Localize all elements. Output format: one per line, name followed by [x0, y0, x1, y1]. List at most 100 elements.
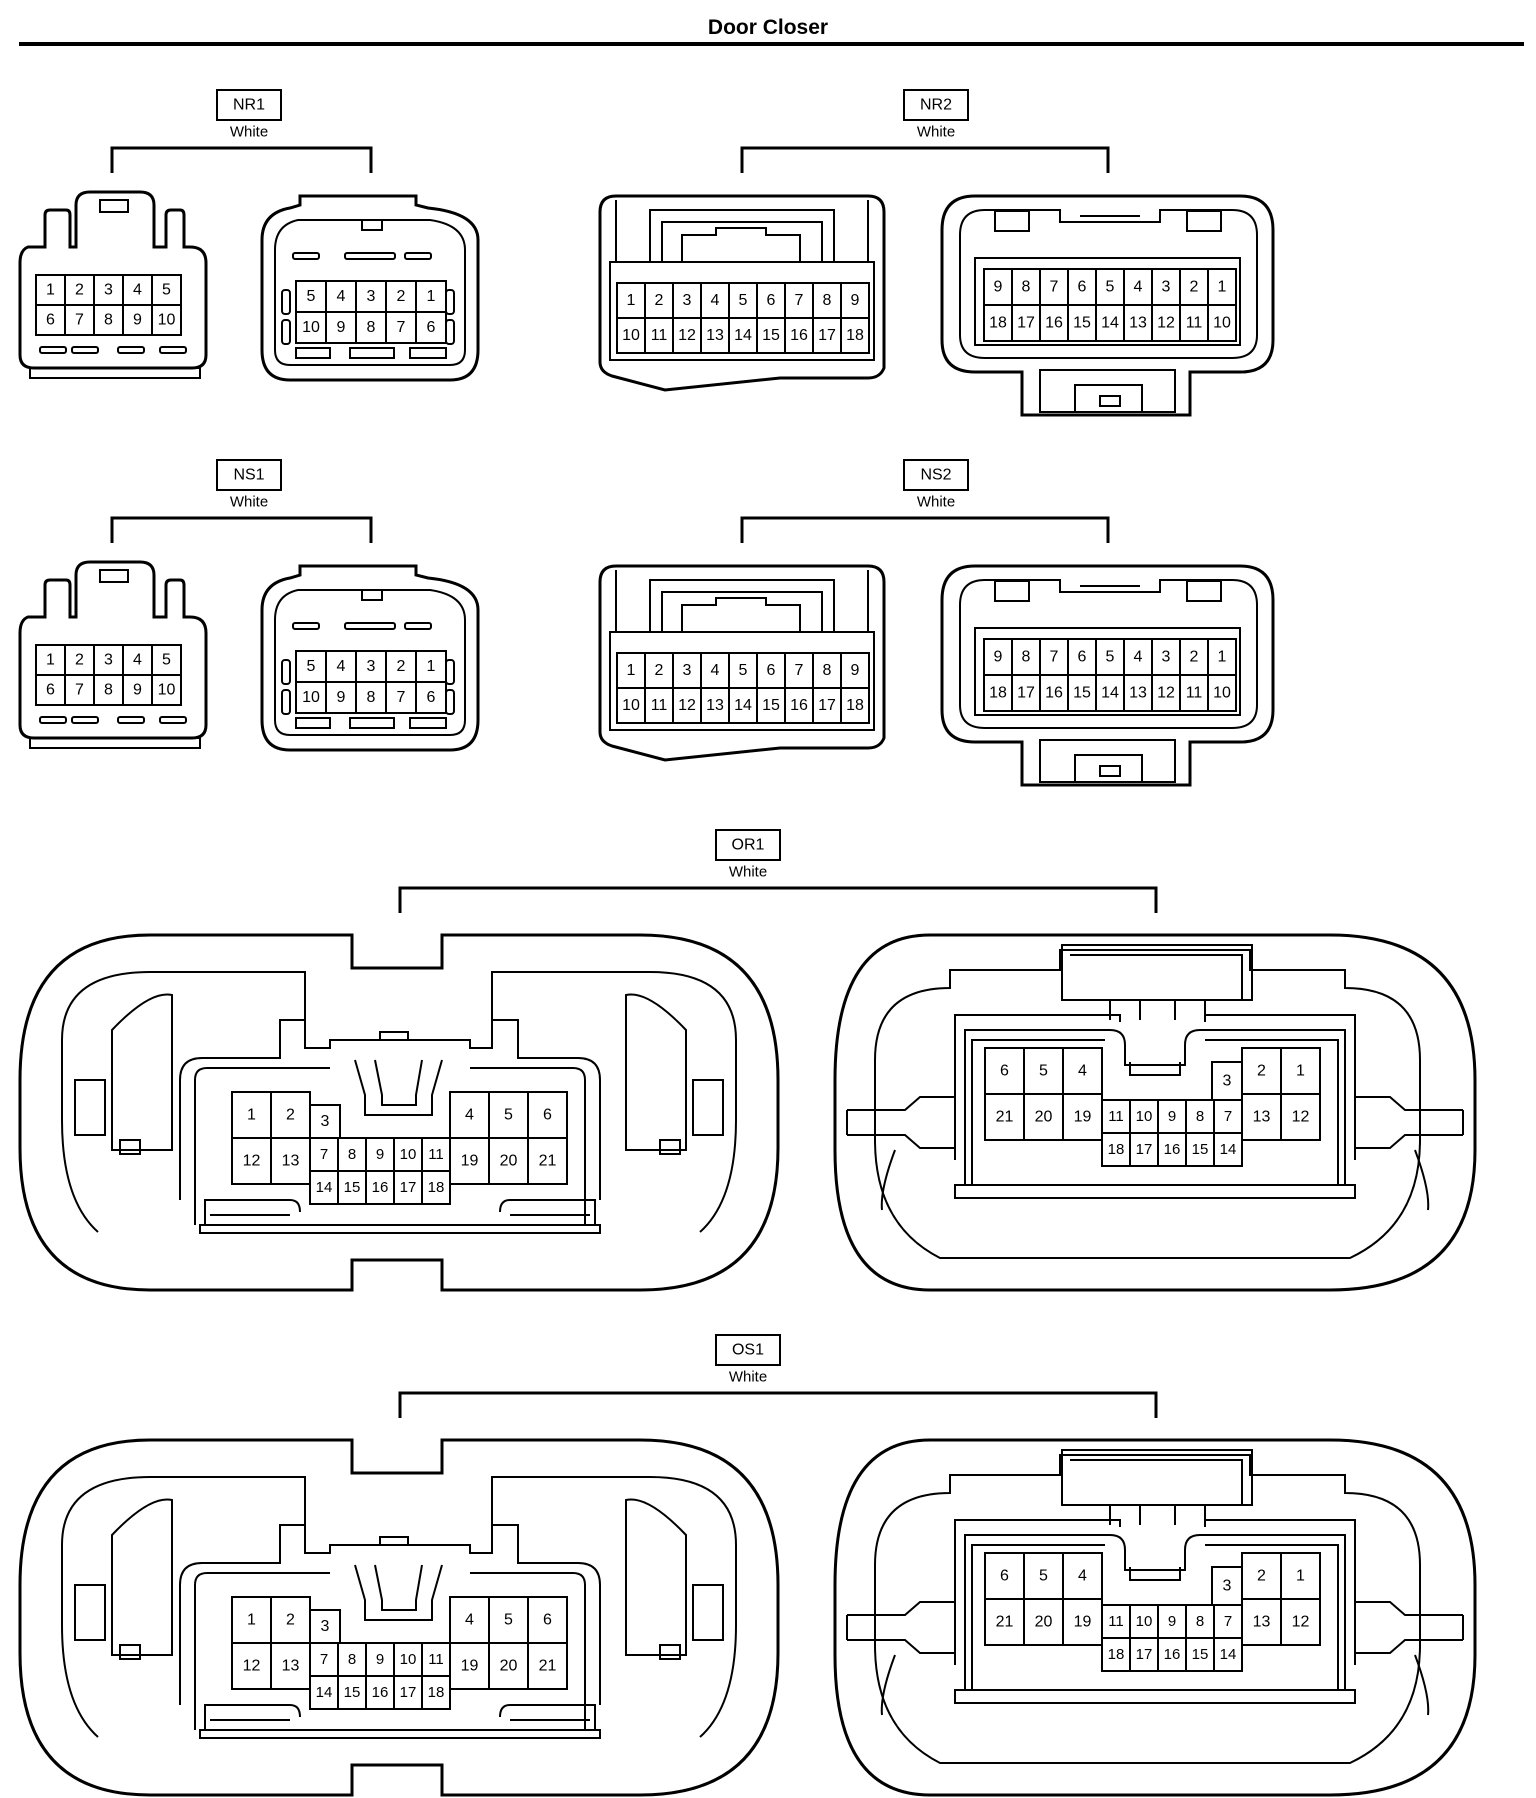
pin-number: 8: [104, 682, 113, 699]
connector-code-box: [903, 459, 969, 491]
pin-number: 11: [1186, 315, 1203, 332]
outline-rect: [199, 1729, 601, 1739]
pin-number: 11: [1108, 1613, 1124, 1630]
pin-number: 5: [1106, 279, 1115, 296]
connector-code: NR2: [920, 97, 952, 114]
pin-number: 9: [1168, 1108, 1176, 1125]
pin-number: 16: [372, 1684, 389, 1701]
latch-slot: [159, 716, 187, 724]
outline-rect: [119, 1644, 141, 1660]
pin-number: 5: [307, 658, 316, 675]
pin-number: 10: [400, 1651, 417, 1668]
pin-number: 13: [1253, 1614, 1271, 1631]
outline-path: [615, 570, 869, 633]
outline-path: [61, 971, 306, 1120]
outline-path: [61, 1119, 99, 1233]
outline-path: [354, 1564, 443, 1621]
pin-number: 5: [739, 292, 748, 309]
pin-number: 4: [1134, 649, 1143, 666]
outline-path: [1109, 1505, 1206, 1525]
pin-number: 2: [75, 652, 84, 669]
pin-cell: [1207, 304, 1237, 342]
outline-rect: [1099, 395, 1121, 407]
outline-path: [661, 221, 823, 262]
pin-number: 20: [500, 1153, 518, 1170]
pin-number: 20: [1035, 1614, 1053, 1631]
pin-number: 4: [133, 282, 142, 299]
outline-path: [499, 1199, 596, 1225]
title-rule: [19, 42, 1524, 46]
pin-number: 15: [762, 697, 780, 714]
pin-number: 3: [367, 658, 376, 675]
pin-number: 7: [795, 292, 804, 309]
outline-path: [874, 949, 1421, 1140]
outline-rect: [379, 1536, 409, 1546]
pin-number: 18: [989, 315, 1007, 332]
pin-number: 7: [75, 682, 84, 699]
outline-path: [204, 1704, 301, 1730]
outline-path: [491, 971, 737, 1120]
outline-path: [964, 1029, 1346, 1185]
latch-slot: [295, 717, 331, 729]
outline-rect: [29, 737, 201, 749]
outline-rect: [74, 1584, 106, 1641]
pin-number: 10: [622, 697, 640, 714]
outline-rect: [281, 689, 291, 715]
pin-number: 10: [158, 682, 176, 699]
pin-number: 5: [162, 652, 171, 669]
pin-number: 12: [243, 1658, 261, 1675]
pin-number: 14: [1101, 685, 1119, 702]
pin-number: 2: [286, 1107, 295, 1124]
pin-number: 6: [1078, 649, 1087, 666]
pin-number: 3: [683, 662, 692, 679]
connector-color: White: [917, 494, 955, 511]
pin-number: 3: [1162, 649, 1171, 666]
pin-number: 6: [427, 689, 436, 706]
pin-number: 13: [1253, 1109, 1271, 1126]
pin-number: 20: [1035, 1109, 1053, 1126]
pin-number: 8: [1196, 1108, 1204, 1125]
pin-number: 6: [46, 682, 55, 699]
pin-number: 3: [1162, 279, 1171, 296]
pin-number: 21: [996, 1614, 1014, 1631]
pin-number: 8: [348, 1146, 356, 1163]
pin-number: 15: [1073, 315, 1091, 332]
outline-path: [846, 1110, 1464, 1135]
outline-rect: [994, 580, 1030, 602]
outline-path: [880, 1149, 1430, 1211]
pin-number: 13: [282, 1153, 300, 1170]
pin-number: 10: [400, 1146, 417, 1163]
outline-rect: [692, 1584, 724, 1641]
pin-number: 11: [428, 1651, 444, 1668]
outline-path: [1070, 954, 1243, 1000]
connector-a-housing: [18, 190, 208, 370]
pin-number: 17: [1017, 315, 1035, 332]
outline-path: [681, 227, 801, 262]
pin-number: 17: [1136, 1141, 1153, 1158]
pin-number: 10: [1136, 1108, 1153, 1125]
pin-number: 5: [504, 1612, 513, 1629]
pin-number: 6: [543, 1107, 552, 1124]
outline-path: [499, 1704, 596, 1730]
latch-slot: [404, 622, 432, 630]
pin-number: 16: [790, 697, 808, 714]
pin-number: 8: [823, 292, 832, 309]
outline-path: [194, 1572, 586, 1730]
pin-number: 8: [1022, 279, 1031, 296]
pin-number: 17: [818, 327, 836, 344]
pin-cell: [840, 687, 870, 724]
pin-number: 5: [739, 662, 748, 679]
connector-b-housing: [940, 564, 1275, 787]
connector-a-housing: [18, 933, 780, 1292]
pin-number: 16: [1164, 1141, 1181, 1158]
pin-number: 17: [1017, 685, 1035, 702]
pin-number: 4: [337, 658, 346, 675]
outline-rect: [1186, 210, 1222, 232]
outline-rect: [445, 689, 455, 715]
latch-slot: [159, 346, 187, 354]
pin-number: 4: [133, 652, 142, 669]
pin-number: 18: [1108, 1646, 1125, 1663]
pin-number: 13: [706, 327, 724, 344]
outline-path: [615, 200, 869, 263]
pin-number: 6: [1000, 1063, 1009, 1080]
